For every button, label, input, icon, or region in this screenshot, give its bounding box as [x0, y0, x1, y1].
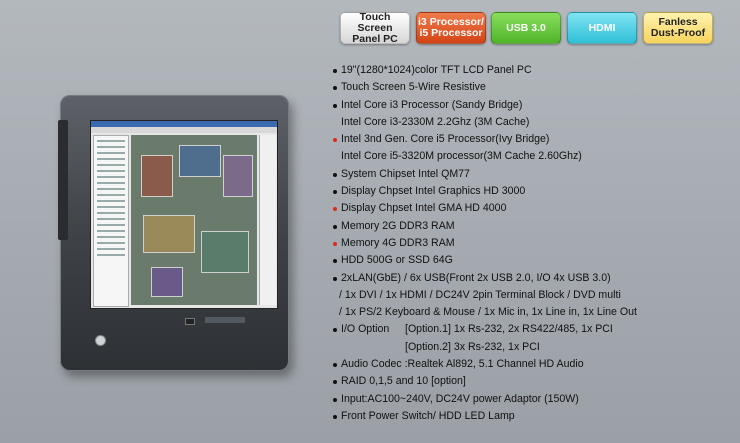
spec-item-io-option: I/O Option[Option.1] 1x Rs-232, 2x RS422… — [333, 321, 735, 338]
badge-line: i3 Processor/ — [418, 16, 484, 28]
spec-item: Input:AC100~240V, DC24V power Adaptor (1… — [333, 391, 735, 408]
bullet-icon — [333, 363, 337, 368]
bullet-highlight-icon — [333, 241, 337, 246]
bullet-icon — [333, 380, 337, 385]
screen-titlebar — [91, 121, 277, 127]
bullet-icon — [333, 172, 337, 177]
badge-line: i5 Processor — [419, 27, 483, 39]
spec-list: 19"(1280*1024)color TFT LCD Panel PC Tou… — [333, 62, 735, 425]
spec-item-continued: / 1x PS/2 Keyboard & Mouse / 1x Mic in, … — [339, 306, 637, 319]
spec-item: HDD 500G or SSD 64G — [333, 252, 735, 269]
badge-line: HDMI — [588, 21, 616, 34]
badge-line: USB 3.0 — [506, 21, 546, 34]
badge-usb3: USB 3.0 — [491, 12, 561, 44]
badge-fanless: Fanless Dust-Proof — [643, 12, 713, 44]
bullet-icon — [333, 190, 337, 195]
bullet-icon — [333, 259, 337, 264]
spec-item: System Chipset Intel QM77 — [333, 166, 735, 183]
badge-line: Touch Screen — [357, 10, 393, 34]
hdd-led-icon — [185, 318, 195, 325]
screen-right-panel — [259, 135, 276, 305]
spec-item: Intel 3nd Gen. Core i5 Processor(Ivy Bri… — [333, 131, 735, 148]
spec-item-continued: Intel Core i5-3320M processor(3M Cache 2… — [341, 150, 582, 163]
bullet-icon — [333, 224, 337, 229]
front-logo — [205, 317, 245, 323]
spec-item: 19"(1280*1024)color TFT LCD Panel PC — [333, 62, 735, 79]
spec-item: Memory 2G DDR3 RAM — [333, 218, 735, 235]
badge-line: Fanless — [658, 16, 698, 28]
monitor-screen — [90, 120, 278, 309]
spec-item-continued: / 1x DVI / 1x HDMI / DC24V 2pin Terminal… — [339, 288, 621, 301]
badge-line: Panel PC — [352, 32, 398, 45]
badge-line: Dust-Proof — [650, 27, 706, 39]
power-button-icon — [95, 335, 106, 346]
screen-menubar — [91, 127, 277, 133]
spec-item: Display Chpset Intel GMA HD 4000 — [333, 200, 735, 217]
screen-left-panel — [93, 135, 129, 307]
spec-item: Memory 4G DDR3 RAM — [333, 235, 735, 252]
spec-item: Touch Screen 5-Wire Resistive — [333, 79, 735, 96]
spec-item: Front Power Switch/ HDD LED Lamp — [333, 408, 735, 425]
badge-processor: i3 Processor/ i5 Processor — [416, 12, 486, 44]
bullet-highlight-icon — [333, 138, 337, 143]
spec-item: RAID 0,1,5 and 10 [option] — [333, 373, 735, 390]
monitor-side-edge — [58, 120, 68, 240]
bullet-icon — [333, 414, 337, 419]
spec-item: 2xLAN(GbE) / 6x USB(Front 2x USB 2.0, I/… — [333, 270, 735, 287]
badge-hdmi: HDMI — [567, 12, 637, 44]
spec-item: Display Chpset Intel Graphics HD 3000 — [333, 183, 735, 200]
badge-touch-screen: Touch Screen Panel PC — [340, 10, 410, 45]
spec-item: Intel Core i3 Processor (Sandy Bridge) — [333, 97, 735, 114]
spec-item: Audio Codec :Realtek Al892, 5.1 Channel … — [333, 356, 735, 373]
bullet-icon — [333, 103, 337, 108]
spec-item-continued: Intel Core i3-2330M 2.2Ghz (3M Cache) — [341, 115, 530, 128]
bullet-icon — [333, 397, 337, 402]
bullet-icon — [333, 86, 337, 91]
screen-diagram — [131, 135, 257, 305]
bullet-icon — [333, 69, 337, 73]
bullet-icon — [333, 328, 337, 333]
spec-item-continued: [Option.2] 3x Rs-232, 1x PCI — [405, 340, 540, 353]
bullet-icon — [333, 276, 337, 281]
bullet-highlight-icon — [333, 207, 337, 212]
